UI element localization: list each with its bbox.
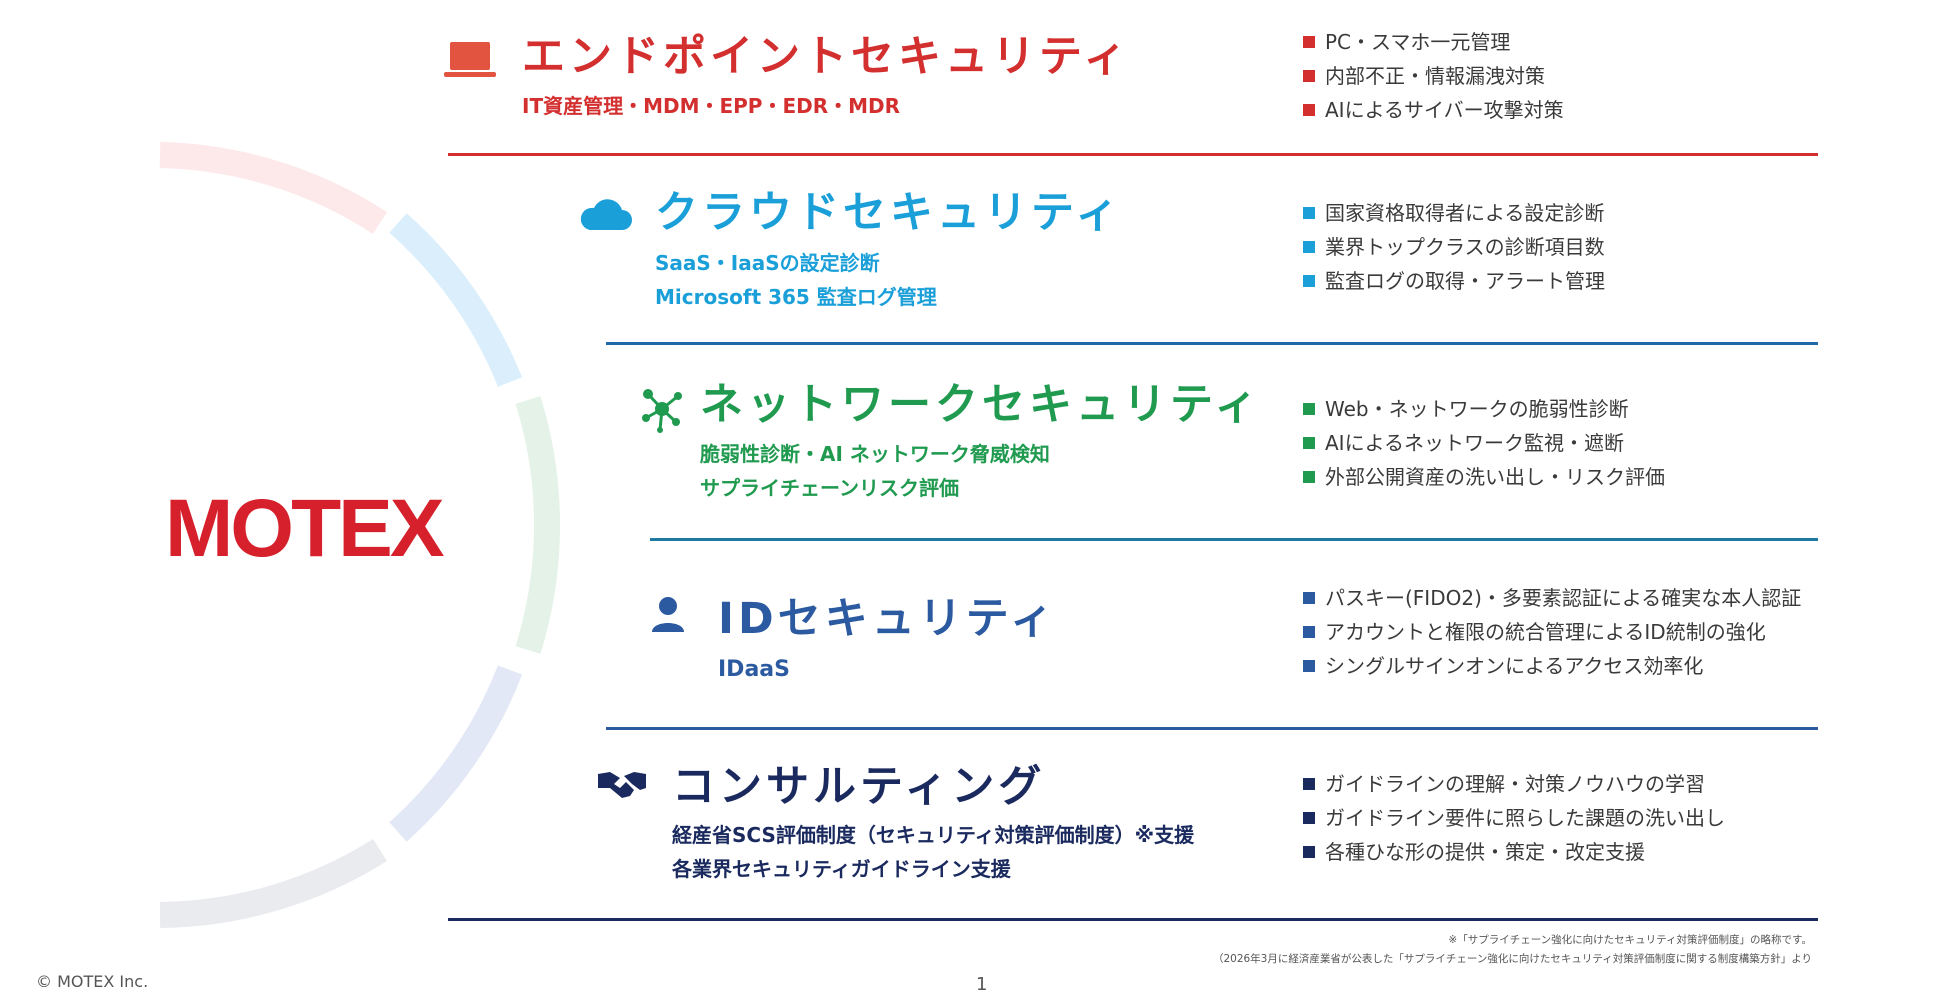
bullet-item: ガイドラインの理解・対策ノウハウの学習 [1303, 767, 1725, 801]
section-subtitle-consulting: 経産省SCS評価制度（セキュリティ対策評価制度）※支援 各業界セキュリティガイド… [672, 818, 1194, 886]
divider-network [650, 538, 1818, 541]
square-bullet-icon [1303, 845, 1315, 858]
divider-consulting [448, 918, 1818, 921]
square-bullet-icon [1303, 470, 1315, 483]
square-bullet-icon [1303, 591, 1315, 604]
subtitle-line: IDaaS [718, 657, 790, 682]
page-number: 1 [976, 974, 988, 995]
square-bullet-icon [1303, 777, 1315, 790]
square-bullet-icon [1303, 69, 1315, 82]
square-bullet-icon [1303, 103, 1315, 116]
arc-segment-gray [159, 838, 387, 928]
bullet-item: Web・ネットワークの脆弱性診断 [1303, 392, 1665, 426]
section-subtitle-network: 脆弱性診断・AI ネットワーク脅威検知 サプライチェーンリスク評価 [700, 437, 1050, 505]
square-bullet-icon [1303, 811, 1315, 824]
network-icon [642, 389, 682, 433]
square-bullet-icon [1303, 240, 1315, 253]
arc-segment-blue [389, 213, 523, 387]
bullet-item: 外部公開資産の洗い出し・リスク評価 [1303, 460, 1665, 494]
subtitle-line: サプライチェーンリスク評価 [700, 476, 959, 500]
bullet-item: PC・スマホ一元管理 [1303, 25, 1564, 59]
square-bullet-icon [1303, 274, 1315, 287]
divider-endpoint [448, 153, 1818, 156]
section-title-id: IDセキュリティ [718, 594, 1058, 644]
arc-segment-navy [389, 665, 523, 842]
square-bullet-icon [1303, 402, 1315, 415]
divider-cloud [606, 342, 1818, 345]
bullets-network: Web・ネットワークの脆弱性診断 AIによるネットワーク監視・遮断 外部公開資産… [1303, 392, 1665, 494]
bullet-item: AIによるサイバー攻撃対策 [1303, 93, 1564, 127]
square-bullet-icon [1303, 625, 1315, 638]
section-title-network: ネットワークセキュリティ [700, 380, 1262, 430]
person-icon [652, 597, 684, 632]
square-bullet-icon [1303, 659, 1315, 672]
bullet-item: AIによるネットワーク監視・遮断 [1303, 426, 1665, 460]
subtitle-line: 各業界セキュリティガイドライン支援 [672, 857, 1011, 881]
subtitle-line: 脆弱性診断・AI ネットワーク脅威検知 [700, 442, 1050, 466]
divider-id [606, 727, 1818, 730]
subtitle-line: 経産省SCS評価制度（セキュリティ対策評価制度）※支援 [672, 823, 1195, 847]
copyright: © MOTEX Inc. [36, 972, 149, 991]
bullet-item: 業界トップクラスの診断項目数 [1303, 230, 1605, 264]
bullet-item: 国家資格取得者による設定診断 [1303, 196, 1605, 230]
bullets-id: パスキー(FIDO2)・多要素認証による確実な本人認証 アカウントと権限の統合管… [1303, 581, 1801, 683]
bullets-endpoint: PC・スマホ一元管理 内部不正・情報漏洩対策 AIによるサイバー攻撃対策 [1303, 25, 1564, 127]
laptop-icon [444, 42, 496, 77]
section-subtitle-endpoint: IT資産管理・MDM・EPP・EDR・MDR [522, 89, 900, 123]
arc-segment-green [515, 396, 560, 654]
section-subtitle-id: IDaaS [718, 653, 790, 687]
section-title-consulting: コンサルティング [672, 762, 1046, 812]
section-subtitle-cloud: SaaS・IaaSの設定診断 Microsoft 365 監査ログ管理 [655, 246, 937, 314]
subtitle-line: SaaS・IaaSの設定診断 [655, 251, 880, 275]
square-bullet-icon [1303, 206, 1315, 219]
section-title-cloud: クラウドセキュリティ [655, 188, 1123, 238]
subtitle-line: Microsoft 365 監査ログ管理 [655, 285, 937, 309]
bullet-item: ガイドライン要件に照らした課題の洗い出し [1303, 801, 1725, 835]
footnote-2: （2026年3月に経済産業省が公表した「サプライチェーン強化に向けたセキュリティ… [1212, 953, 1812, 965]
subtitle-line: IT資産管理・MDM・EPP・EDR・MDR [522, 94, 901, 118]
arc-segment-red [159, 142, 388, 234]
motex-logo: MOTEX [165, 483, 445, 574]
bullet-item: 内部不正・情報漏洩対策 [1303, 59, 1564, 93]
handshake-icon [598, 772, 646, 798]
bullet-item: シングルサインオンによるアクセス効率化 [1303, 649, 1801, 683]
bullet-item: 各種ひな形の提供・策定・改定支援 [1303, 835, 1725, 869]
bullets-cloud: 国家資格取得者による設定診断 業界トップクラスの診断項目数 監査ログの取得・アラ… [1303, 196, 1605, 298]
cloud-icon [580, 199, 632, 230]
section-title-endpoint: エンドポイントセキュリティ [522, 32, 1131, 82]
square-bullet-icon [1303, 436, 1315, 449]
bullets-consulting: ガイドラインの理解・対策ノウハウの学習 ガイドライン要件に照らした課題の洗い出し… [1303, 767, 1725, 869]
footnote-1: ※「サプライチェーン強化に向けたセキュリティ対策評価制度」の略称です。 [1448, 934, 1812, 946]
bullet-item: アカウントと権限の統合管理によるID統制の強化 [1303, 615, 1801, 649]
bullet-item: パスキー(FIDO2)・多要素認証による確実な本人認証 [1303, 581, 1801, 615]
bullet-item: 監査ログの取得・アラート管理 [1303, 264, 1605, 298]
square-bullet-icon [1303, 35, 1315, 48]
